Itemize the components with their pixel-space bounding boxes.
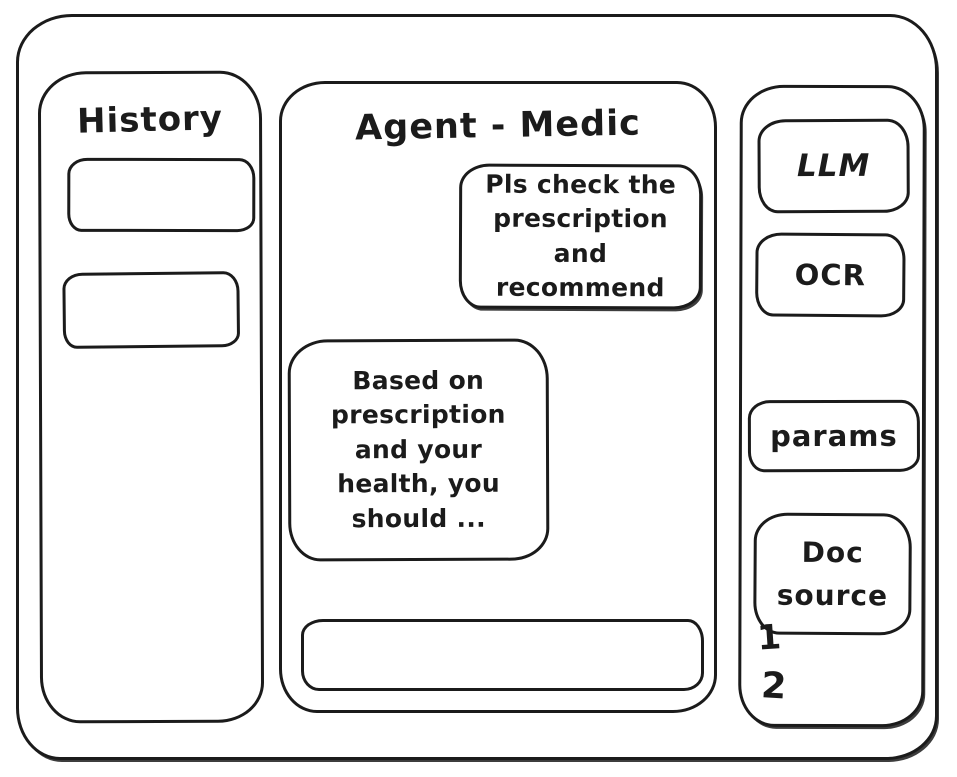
history-title: History (76, 98, 224, 142)
llm-button[interactable]: LLM (757, 118, 910, 214)
params-button[interactable]: params (747, 399, 921, 473)
chat-panel: Agent - Medic Pls check the prescription… (279, 81, 717, 713)
doc-source-annotation-1: 1 (756, 617, 783, 659)
history-item[interactable] (62, 271, 241, 349)
message-input[interactable] (301, 619, 704, 691)
app-frame: History Agent - Medic Pls check the pres… (16, 14, 938, 760)
tools-panel: LLM OCR params Doc source 1 2 (738, 84, 926, 728)
doc-source-annotation-2: 2 (760, 665, 788, 708)
user-message-bubble: Pls check the prescription and recommend (458, 163, 703, 310)
ocr-button[interactable]: OCR (755, 232, 906, 318)
history-panel: History (37, 70, 265, 724)
history-item[interactable] (67, 157, 256, 233)
assistant-message-bubble: Based on prescription and your health, y… (287, 338, 550, 562)
chat-title: Agent - Medic (354, 103, 642, 149)
